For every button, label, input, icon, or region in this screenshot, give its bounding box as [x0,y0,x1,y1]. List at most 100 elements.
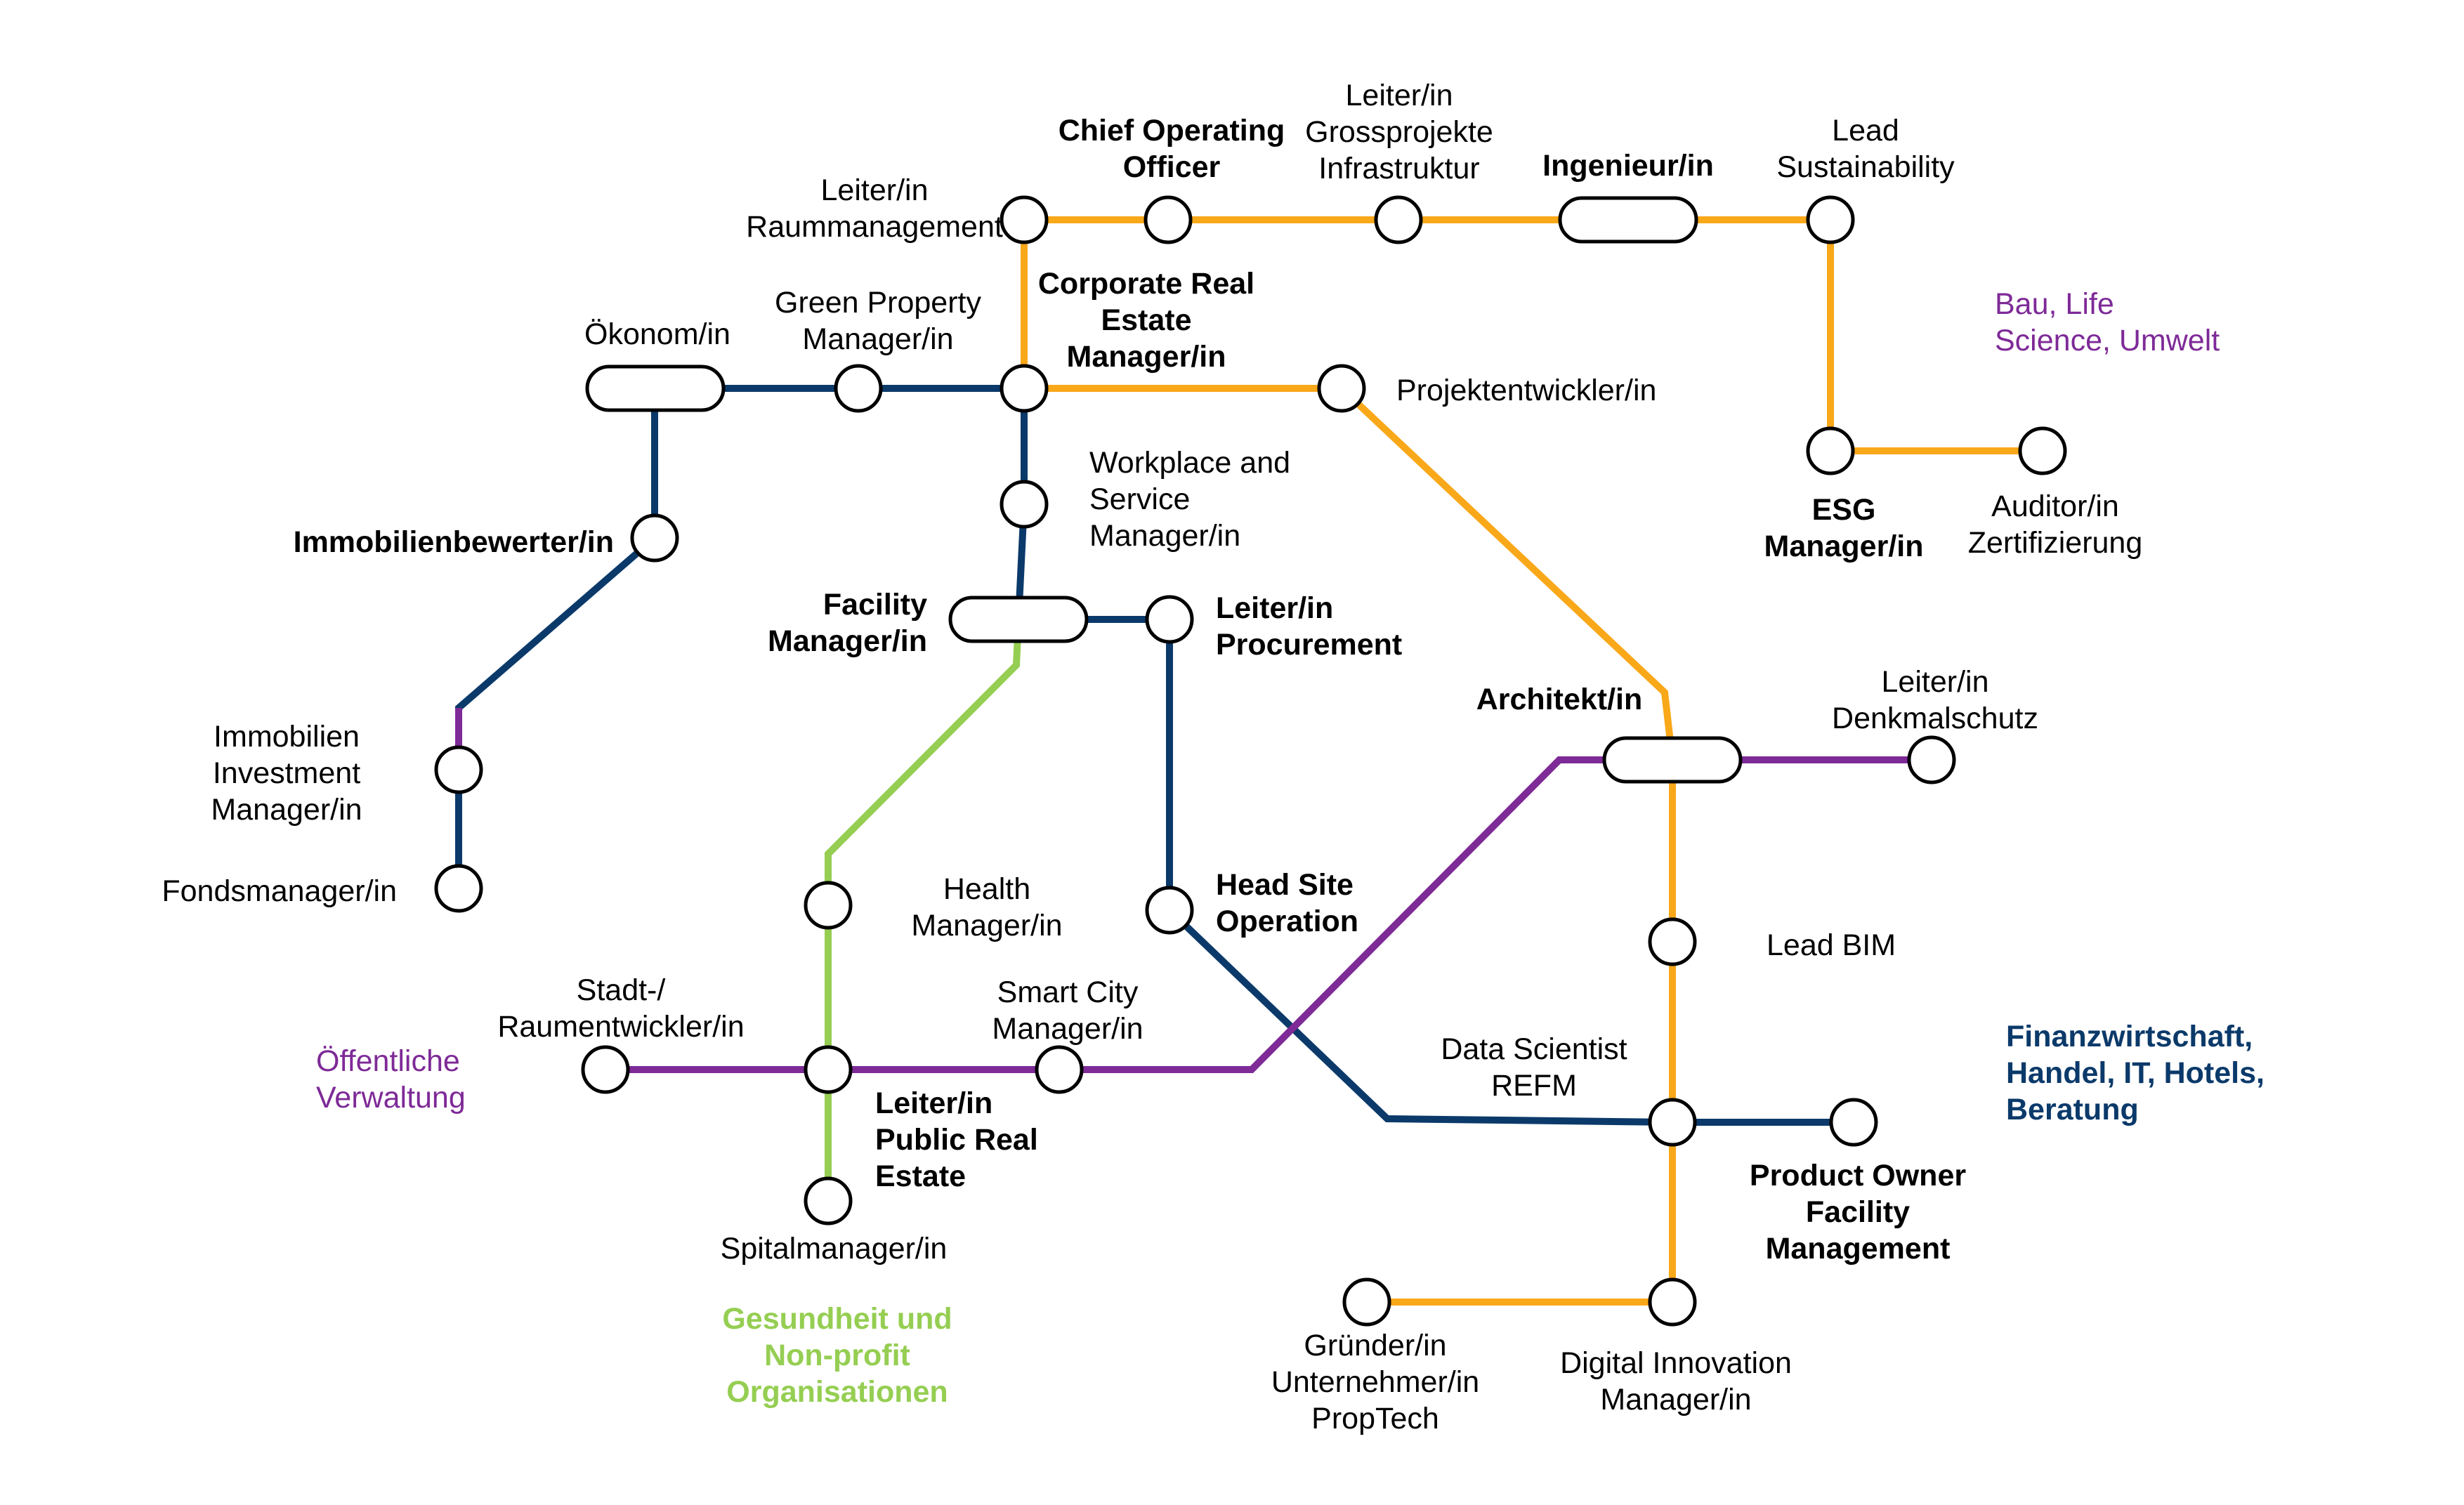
station-data-scientist[interactable] [1648,1098,1697,1147]
station-label-spital: Spitalmanager/in [721,1232,948,1266]
station-workplace[interactable] [1000,480,1049,529]
station-product-owner[interactable] [1829,1098,1878,1147]
station-label-lead-bim: Lead BIM [1767,928,1896,962]
region-label-line: Handel, IT, Hotels, [2006,1056,2265,1090]
interchange-station-oekonom[interactable] [585,364,726,412]
station-label-line: Leiter/in [1882,665,1989,699]
station-label-line: Sustainability [1776,150,1955,184]
station-spital[interactable] [804,1176,853,1225]
station-label-line: Leiter/in [875,1086,992,1120]
station-label-line: Green Property [775,286,981,320]
station-lead-sustainability[interactable] [1806,195,1855,244]
station-label-line: Architekt/in [1476,683,1643,716]
region-label-line: Science, Umwelt [1995,324,2220,357]
station-label-line: Facility [823,588,927,622]
station-label-line: Lead BIM [1767,928,1896,962]
station-immobilienbewerter[interactable] [630,513,679,563]
station-label-ingenieur: Ingenieur/in [1542,149,1714,183]
station-esg[interactable] [1806,426,1855,475]
station-label-line: Management [1766,1232,1951,1266]
region-label-line: Organisationen [726,1375,948,1409]
interchange-station-ingenieur[interactable] [1558,196,1698,244]
station-digital-innovation[interactable] [1648,1277,1697,1327]
station-label-line: Corporate Real [1038,267,1254,301]
station-label-line: Public Real [875,1123,1038,1157]
station-label-line: Leiter/in [821,173,929,207]
station-label-projektentwickler: Projektentwickler/in [1396,374,1656,407]
station-label-line: Investment [213,756,360,790]
station-label-line: Denkmalschutz [1832,702,2038,735]
region-label-line: Bau, Life [1995,287,2114,321]
station-label-line: Head Site [1216,868,1354,902]
station-raummanagement[interactable] [1000,195,1049,244]
station-label-line: REFM [1491,1069,1577,1103]
station-label-line: Estate [875,1159,966,1193]
station-projektentwickler[interactable] [1317,364,1366,413]
station-investment[interactable] [434,745,483,794]
station-health[interactable] [804,881,853,930]
station-smart-city[interactable] [1035,1045,1084,1094]
station-fonds[interactable] [434,864,483,913]
station-label-stadt: Stadt-/Raumentwickler/in [497,973,744,1044]
station-label-line: Stadt-/ [577,973,666,1007]
station-stadt[interactable] [581,1045,630,1094]
station-label-line: Manager/in [802,322,953,356]
station-procurement[interactable] [1145,595,1194,644]
lines-layer [455,216,2043,1306]
interchange-station-facility[interactable] [948,596,1089,643]
station-denkmalschutz[interactable] [1907,735,1956,784]
station-label-line: Ingenieur/in [1542,149,1714,183]
station-label-line: ESG [1812,493,1876,527]
station-label-line: Operation [1216,905,1358,938]
interchange-station-architekt[interactable] [1602,736,1743,784]
region-label-line: Finanzwirtschaft, [2006,1020,2253,1053]
station-label-line: Facility [1806,1195,1910,1229]
region-label-finanz: Finanzwirtschaft,Handel, IT, Hotels,Bera… [2006,1020,2265,1126]
station-auditor[interactable] [2018,426,2067,475]
station-label-line: Procurement [1216,628,1402,662]
line-navy-head-site-to-data-scientist [1167,907,1673,1126]
station-label-line: Officer [1123,150,1221,184]
station-head-site[interactable] [1145,886,1194,935]
station-label-line: Manager/in [211,793,362,827]
station-coo[interactable] [1143,195,1193,244]
station-label-line: Health [943,872,1030,906]
station-lead-bim[interactable] [1648,917,1697,966]
station-label-line: Manager/in [1067,340,1226,374]
station-corporate-re[interactable] [1000,364,1049,413]
station-label-line: Leiter/in [1216,591,1333,625]
station-green-property[interactable] [834,364,883,413]
station-label-line: Manager/in [768,624,927,658]
station-label-line: Digital Innovation [1560,1346,1792,1380]
stations-layer [434,195,2067,1327]
region-label-line: Non-profit [764,1339,910,1372]
station-public-re[interactable] [804,1045,853,1094]
station-label-line: Immobilienbewerter/in [294,525,614,559]
station-label-line: Service [1089,482,1190,516]
station-label-line: Estate [1101,303,1191,337]
station-grossprojekte[interactable] [1374,195,1423,244]
station-gruender[interactable] [1342,1277,1391,1327]
station-label-line: Immobilien [214,720,360,754]
station-label-line: Spitalmanager/in [721,1232,948,1266]
station-label-line: Lead [1832,114,1899,147]
station-label-immobilienbewerter: Immobilienbewerter/in [294,525,614,559]
station-label-line: Raummanagement [746,210,1003,244]
station-label-line: Infrastruktur [1318,152,1479,185]
